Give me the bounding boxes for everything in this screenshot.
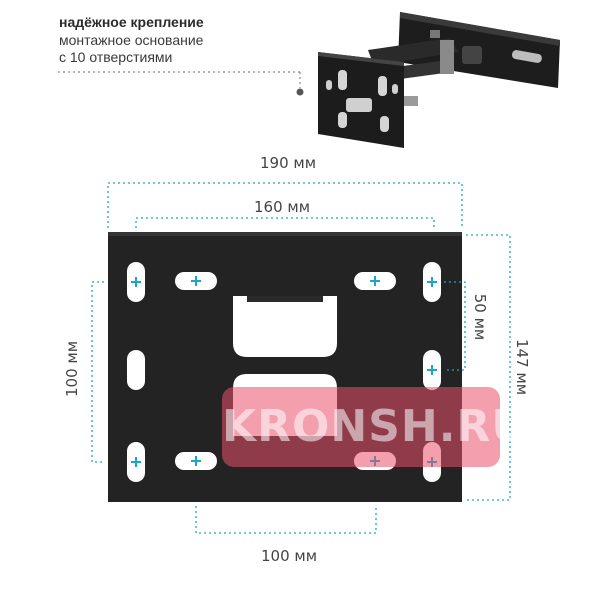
- dimension-lines: [91, 182, 511, 534]
- bracket-image: [318, 12, 560, 148]
- feature-subtitle-line-1: монтажное основание: [59, 32, 204, 48]
- plus-marker: [131, 277, 141, 287]
- hole-markers: [131, 276, 437, 467]
- plus-marker: [131, 457, 141, 467]
- leader-line: [58, 71, 304, 96]
- dim-147: 147 мм: [513, 338, 531, 396]
- dim-160: 160 мм: [254, 198, 311, 216]
- dim-50: 50 мм: [471, 293, 489, 341]
- dim-100-bottom: 100 мм: [261, 547, 318, 565]
- dim-100-left: 100 мм: [63, 340, 81, 398]
- plus-marker: [191, 276, 201, 286]
- plus-marker: [370, 276, 380, 286]
- watermark: [222, 387, 500, 467]
- plus-marker: [191, 456, 201, 466]
- dim-190: 190 мм: [260, 154, 317, 172]
- plus-marker: [427, 277, 437, 287]
- feature-title: надёжное крепление: [59, 14, 204, 30]
- feature-subtitle-line-2: с 10 отверстиями: [59, 49, 173, 65]
- watermark-text: KRONSH.RU: [222, 401, 529, 452]
- plus-marker: [427, 365, 437, 375]
